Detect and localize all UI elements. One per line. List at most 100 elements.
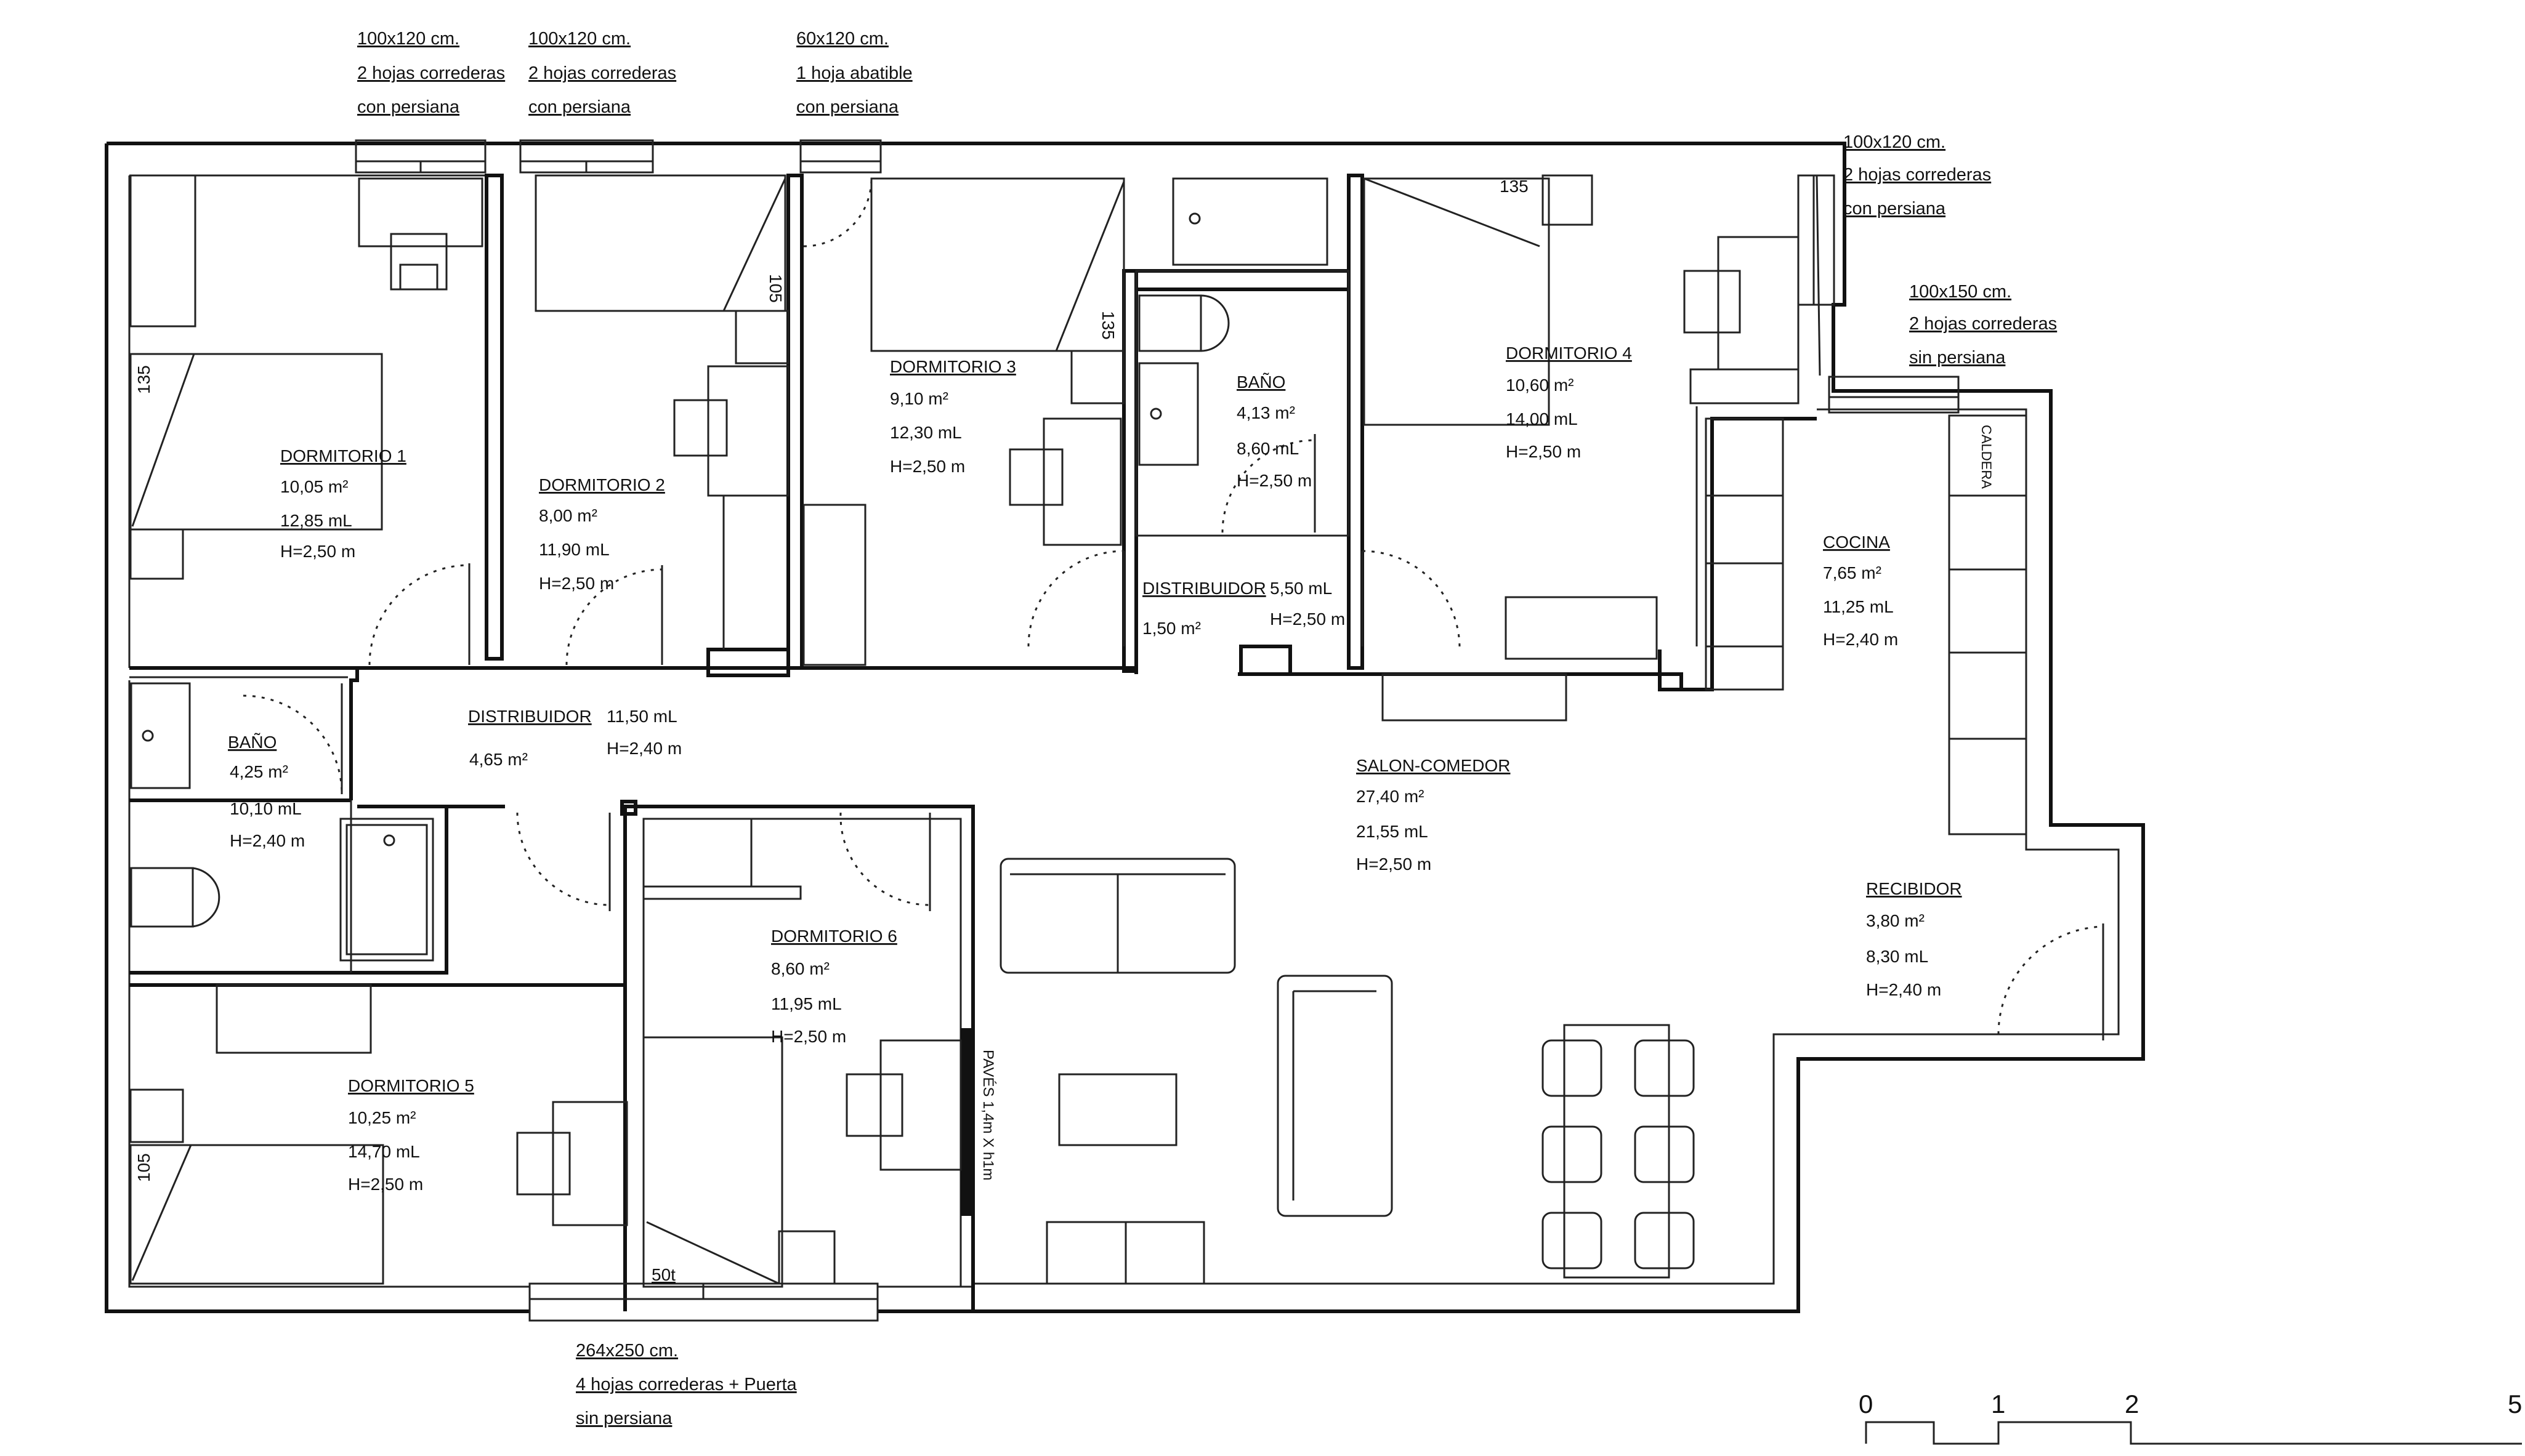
svg-text:H=2,40 m: H=2,40 m (607, 739, 682, 758)
svg-text:RECIBIDOR: RECIBIDOR (1866, 879, 1962, 898)
svg-text:105: 105 (134, 1153, 153, 1182)
bed (535, 174, 786, 312)
svg-text:CALDERA: CALDERA (1979, 425, 1994, 489)
paves-glass-block (961, 1028, 974, 1216)
room-distribuidor-2: DISTRIBUIDOR 1,50 m² 5,50 mL H=2,50 m (1142, 579, 1345, 638)
svg-text:BAÑO: BAÑO (228, 733, 277, 752)
svg-text:11,90 mL: 11,90 mL (539, 540, 610, 559)
svg-text:H=2,40 m: H=2,40 m (1823, 630, 1898, 649)
svg-text:10,25 m²: 10,25 m² (348, 1108, 416, 1127)
scale-label-5: 5 (2508, 1390, 2522, 1418)
desk (552, 1101, 628, 1226)
svg-text:H=2,50 m: H=2,50 m (539, 574, 614, 593)
wardrobe (129, 174, 196, 328)
svg-text:4 hojas correderas + Puerta: 4 hojas correderas + Puerta (576, 1375, 798, 1394)
sink (1138, 362, 1199, 466)
desk (707, 365, 790, 497)
svg-text:1 hoja abatible: 1 hoja abatible (796, 63, 913, 83)
desk (1717, 236, 1800, 371)
bathtub (1172, 177, 1328, 266)
bed (1363, 177, 1550, 426)
outer-walls (105, 142, 2145, 1313)
kitchen-counter-left (1705, 417, 1784, 691)
svg-text:COCINA: COCINA (1823, 533, 1890, 552)
toilet (1138, 294, 1202, 352)
svg-text:sin persiana: sin persiana (576, 1409, 673, 1428)
bed (129, 1144, 384, 1285)
svg-text:DORMITORIO 1: DORMITORIO 1 (280, 446, 406, 465)
svg-text:14,00 mL: 14,00 mL (1506, 409, 1578, 428)
svg-text:DORMITORIO 6: DORMITORIO 6 (771, 927, 897, 946)
room-dorm5: DORMITORIO 5 10,25 m² 14,70 mL H=2,50 m (348, 1076, 474, 1194)
svg-text:DORMITORIO 3: DORMITORIO 3 (890, 357, 1016, 376)
svg-text:100x120 cm.: 100x120 cm. (1843, 132, 1945, 152)
svg-text:100x120 cm.: 100x120 cm. (357, 29, 459, 49)
sofa (1277, 975, 1393, 1217)
desk (1043, 417, 1122, 546)
svg-text:con persiana: con persiana (357, 97, 460, 117)
svg-text:11,95 mL: 11,95 mL (771, 994, 842, 1013)
svg-text:H=2,50 m: H=2,50 m (890, 457, 965, 476)
room-dorm2: DORMITORIO 2 8,00 m² 11,90 mL H=2,50 m (539, 475, 665, 593)
svg-text:27,40 m²: 27,40 m² (1356, 787, 1424, 806)
svg-text:8,00 m²: 8,00 m² (539, 506, 597, 525)
svg-text:11,25 mL: 11,25 mL (1823, 597, 1894, 616)
room-salon-comedor: SALON-COMEDOR 27,40 m² 21,55 mL H=2,50 m (1356, 756, 1510, 874)
svg-text:12,30 mL: 12,30 mL (890, 423, 962, 442)
svg-text:2 hojas correderas: 2 hojas correderas (1843, 165, 1991, 185)
svg-text:50t: 50t (652, 1265, 676, 1284)
sink (130, 682, 191, 789)
desk (879, 1039, 962, 1171)
svg-text:H=2,50 m: H=2,50 m (280, 542, 355, 561)
svg-text:2 hojas correderas: 2 hojas correderas (357, 63, 505, 83)
room-distribuidor-1: DISTRIBUIDOR 4,65 m² 11,50 mL H=2,40 m (468, 707, 682, 769)
svg-text:PAVÉS 1,4m X h1m: PAVÉS 1,4m X h1m (980, 1050, 996, 1181)
window-note-3: 60x120 cm. 1 hoja abatible con persiana (796, 29, 913, 117)
room-dorm6: DORMITORIO 6 8,60 m² 11,95 mL H=2,50 m (771, 927, 897, 1046)
svg-text:5,50 mL: 5,50 mL (1270, 579, 1332, 598)
room-bano1: BAÑO 4,25 m² 10,10 mL H=2,40 m (228, 733, 305, 850)
room-labels: DORMITORIO 1 10,05 m² 12,85 mL H=2,50 m … (228, 344, 1962, 1194)
scale-label-0: 0 (1859, 1390, 1873, 1418)
svg-text:100x150 cm.: 100x150 cm. (1909, 282, 2011, 302)
dining-table (1563, 1024, 1670, 1279)
coffee-table (1058, 1073, 1178, 1146)
svg-text:10,60 m²: 10,60 m² (1506, 376, 1574, 395)
svg-text:sin persiana: sin persiana (1909, 348, 2006, 368)
svg-text:H=2,50 m: H=2,50 m (1237, 471, 1312, 490)
svg-text:8,30 mL: 8,30 mL (1866, 947, 1928, 966)
svg-text:105: 105 (766, 274, 785, 303)
furniture (129, 174, 2027, 1288)
window-5 (1828, 376, 1960, 414)
window-3 (799, 139, 882, 174)
svg-text:H=2,40 m: H=2,40 m (230, 831, 305, 850)
room-cocina: COCINA 7,65 m² 11,25 mL H=2,40 m (1823, 533, 1898, 649)
svg-text:4,65 m²: 4,65 m² (469, 750, 528, 769)
svg-text:DORMITORIO 2: DORMITORIO 2 (539, 475, 665, 494)
window-notes: 100x120 cm. 2 hojas correderas con persi… (357, 29, 2057, 1428)
svg-text:H=2,50 m: H=2,50 m (1356, 855, 1431, 874)
window-note-4: 100x120 cm. 2 hojas correderas con persi… (1843, 132, 1991, 219)
svg-text:1,50 m²: 1,50 m² (1142, 619, 1201, 638)
room-recibidor: RECIBIDOR 3,80 m² 8,30 mL H=2,40 m (1866, 879, 1962, 999)
svg-text:SALON-COMEDOR: SALON-COMEDOR (1356, 756, 1510, 775)
svg-text:7,65 m²: 7,65 m² (1823, 563, 1881, 582)
svg-text:12,85 mL: 12,85 mL (280, 511, 352, 530)
svg-text:100x120 cm.: 100x120 cm. (528, 29, 631, 49)
svg-text:H=2,50 m: H=2,50 m (1270, 609, 1345, 629)
doors (243, 178, 2104, 1040)
svg-text:135: 135 (134, 365, 153, 394)
svg-text:8,60 m²: 8,60 m² (771, 959, 830, 978)
bed (129, 353, 383, 531)
scale-label-1: 1 (1991, 1390, 2005, 1418)
svg-text:8,60 mL: 8,60 mL (1237, 439, 1299, 458)
svg-text:DORMITORIO 5: DORMITORIO 5 (348, 1076, 474, 1095)
svg-text:2 hojas correderas: 2 hojas correderas (1909, 314, 2057, 334)
svg-text:H=2,40 m: H=2,40 m (1866, 980, 1941, 999)
svg-text:4,13 m²: 4,13 m² (1237, 403, 1295, 422)
svg-text:con persiana: con persiana (796, 97, 899, 117)
svg-text:264x250 cm.: 264x250 cm. (576, 1341, 678, 1361)
window-note-6: 264x250 cm. 4 hojas correderas + Puerta … (576, 1341, 798, 1428)
svg-text:DORMITORIO 4: DORMITORIO 4 (1506, 344, 1632, 363)
